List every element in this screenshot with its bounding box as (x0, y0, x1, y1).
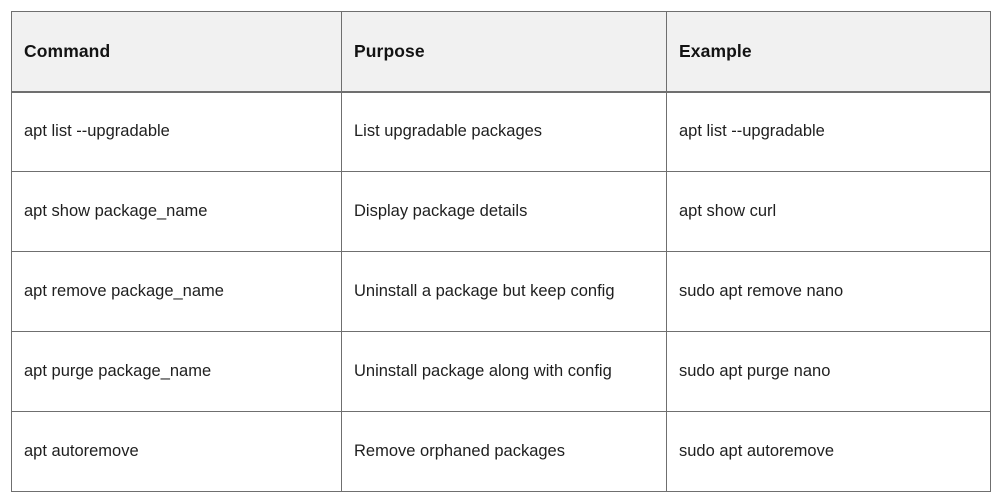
cell-example: sudo apt purge nano (666, 331, 991, 412)
cell-example: apt list --upgradable (666, 91, 991, 172)
apt-commands-table-container: Command Purpose Example apt list --upgra… (11, 11, 991, 492)
column-header-command: Command (11, 11, 342, 93)
table-row: apt list --upgradable List upgradable pa… (11, 91, 991, 172)
cell-example: sudo apt autoremove (666, 411, 991, 492)
table-row: apt purge package_name Uninstall package… (11, 331, 991, 412)
table-row: apt show package_name Display package de… (11, 171, 991, 252)
cell-command: apt remove package_name (11, 251, 342, 332)
cell-command: apt autoremove (11, 411, 342, 492)
table-header: Command Purpose Example (11, 11, 991, 93)
table-row: apt remove package_name Uninstall a pack… (11, 251, 991, 332)
table-body: apt list --upgradable List upgradable pa… (11, 91, 991, 492)
cell-example: sudo apt remove nano (666, 251, 991, 332)
cell-example: apt show curl (666, 171, 991, 252)
cell-command: apt list --upgradable (11, 91, 342, 172)
column-header-purpose: Purpose (341, 11, 667, 93)
cell-purpose: List upgradable packages (341, 91, 667, 172)
cell-command: apt purge package_name (11, 331, 342, 412)
cell-purpose: Uninstall package along with config (341, 331, 667, 412)
cell-command: apt show package_name (11, 171, 342, 252)
table-header-row: Command Purpose Example (11, 11, 991, 93)
cell-purpose: Uninstall a package but keep config (341, 251, 667, 332)
table-row: apt autoremove Remove orphaned packages … (11, 411, 991, 492)
cell-purpose: Display package details (341, 171, 667, 252)
apt-commands-table: Command Purpose Example apt list --upgra… (11, 11, 991, 492)
cell-purpose: Remove orphaned packages (341, 411, 667, 492)
column-header-example: Example (666, 11, 991, 93)
